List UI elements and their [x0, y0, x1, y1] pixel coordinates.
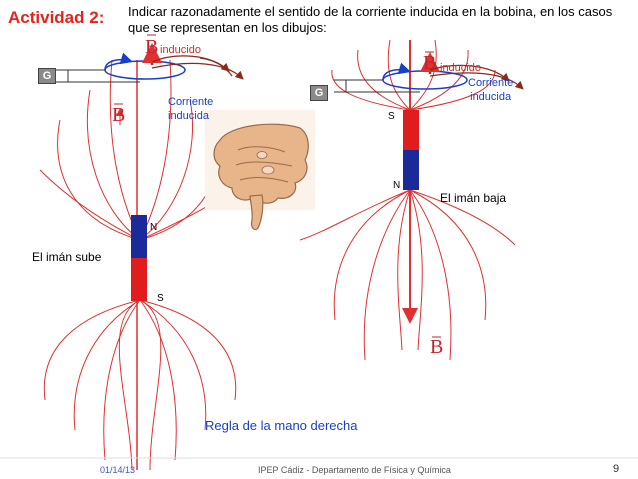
right-hand-illustration — [205, 110, 315, 231]
left-north-pole-label: N — [150, 222, 158, 233]
right-north-pole-label: N — [393, 180, 401, 191]
right-galvanometer: G — [310, 85, 328, 101]
page-number: 9 — [613, 463, 620, 475]
instructions-text: Indicar razonadamente el sentido de la c… — [128, 4, 613, 35]
footer-date: 01/14/13 — [100, 465, 136, 475]
right-magnet-north — [403, 150, 419, 190]
right-b-field-symbol: B — [430, 336, 444, 358]
left-magnet-south — [131, 258, 147, 301]
left-south-pole-label: S — [157, 293, 164, 304]
right-b-induced-sub: inducido — [440, 62, 481, 74]
right-hand-rule-label: Regla de la mano derecha — [205, 418, 358, 433]
footer-credits: IPEP Cádiz - Departamento de Física y Qu… — [258, 465, 451, 475]
left-galvanometer: G — [38, 68, 56, 84]
right-caption: El imán baja — [440, 191, 507, 205]
left-current-label-line1: Corriente — [168, 96, 214, 108]
right-current-label-line1: Corriente — [468, 77, 514, 89]
left-current-label-line2: inducida — [168, 110, 209, 122]
left-current-label: Corriente inducida — [168, 95, 213, 123]
left-coil — [104, 60, 186, 80]
right-magnet-south — [403, 110, 419, 150]
right-b-induced-symbol: B — [423, 52, 437, 74]
activity-title: Actividad 2: — [8, 8, 105, 27]
right-south-pole-label: S — [388, 111, 395, 122]
right-current-label: Corriente inducida — [468, 76, 513, 104]
left-b-field-symbol: B — [112, 104, 126, 126]
left-b-induced-symbol: B — [145, 36, 159, 58]
left-b-induced-sub: inducido — [160, 44, 201, 56]
right-current-label-line2: inducida — [470, 91, 512, 103]
left-caption: El imán sube — [32, 250, 102, 264]
left-magnet-north — [131, 215, 147, 258]
right-field-lines — [299, 39, 516, 361]
